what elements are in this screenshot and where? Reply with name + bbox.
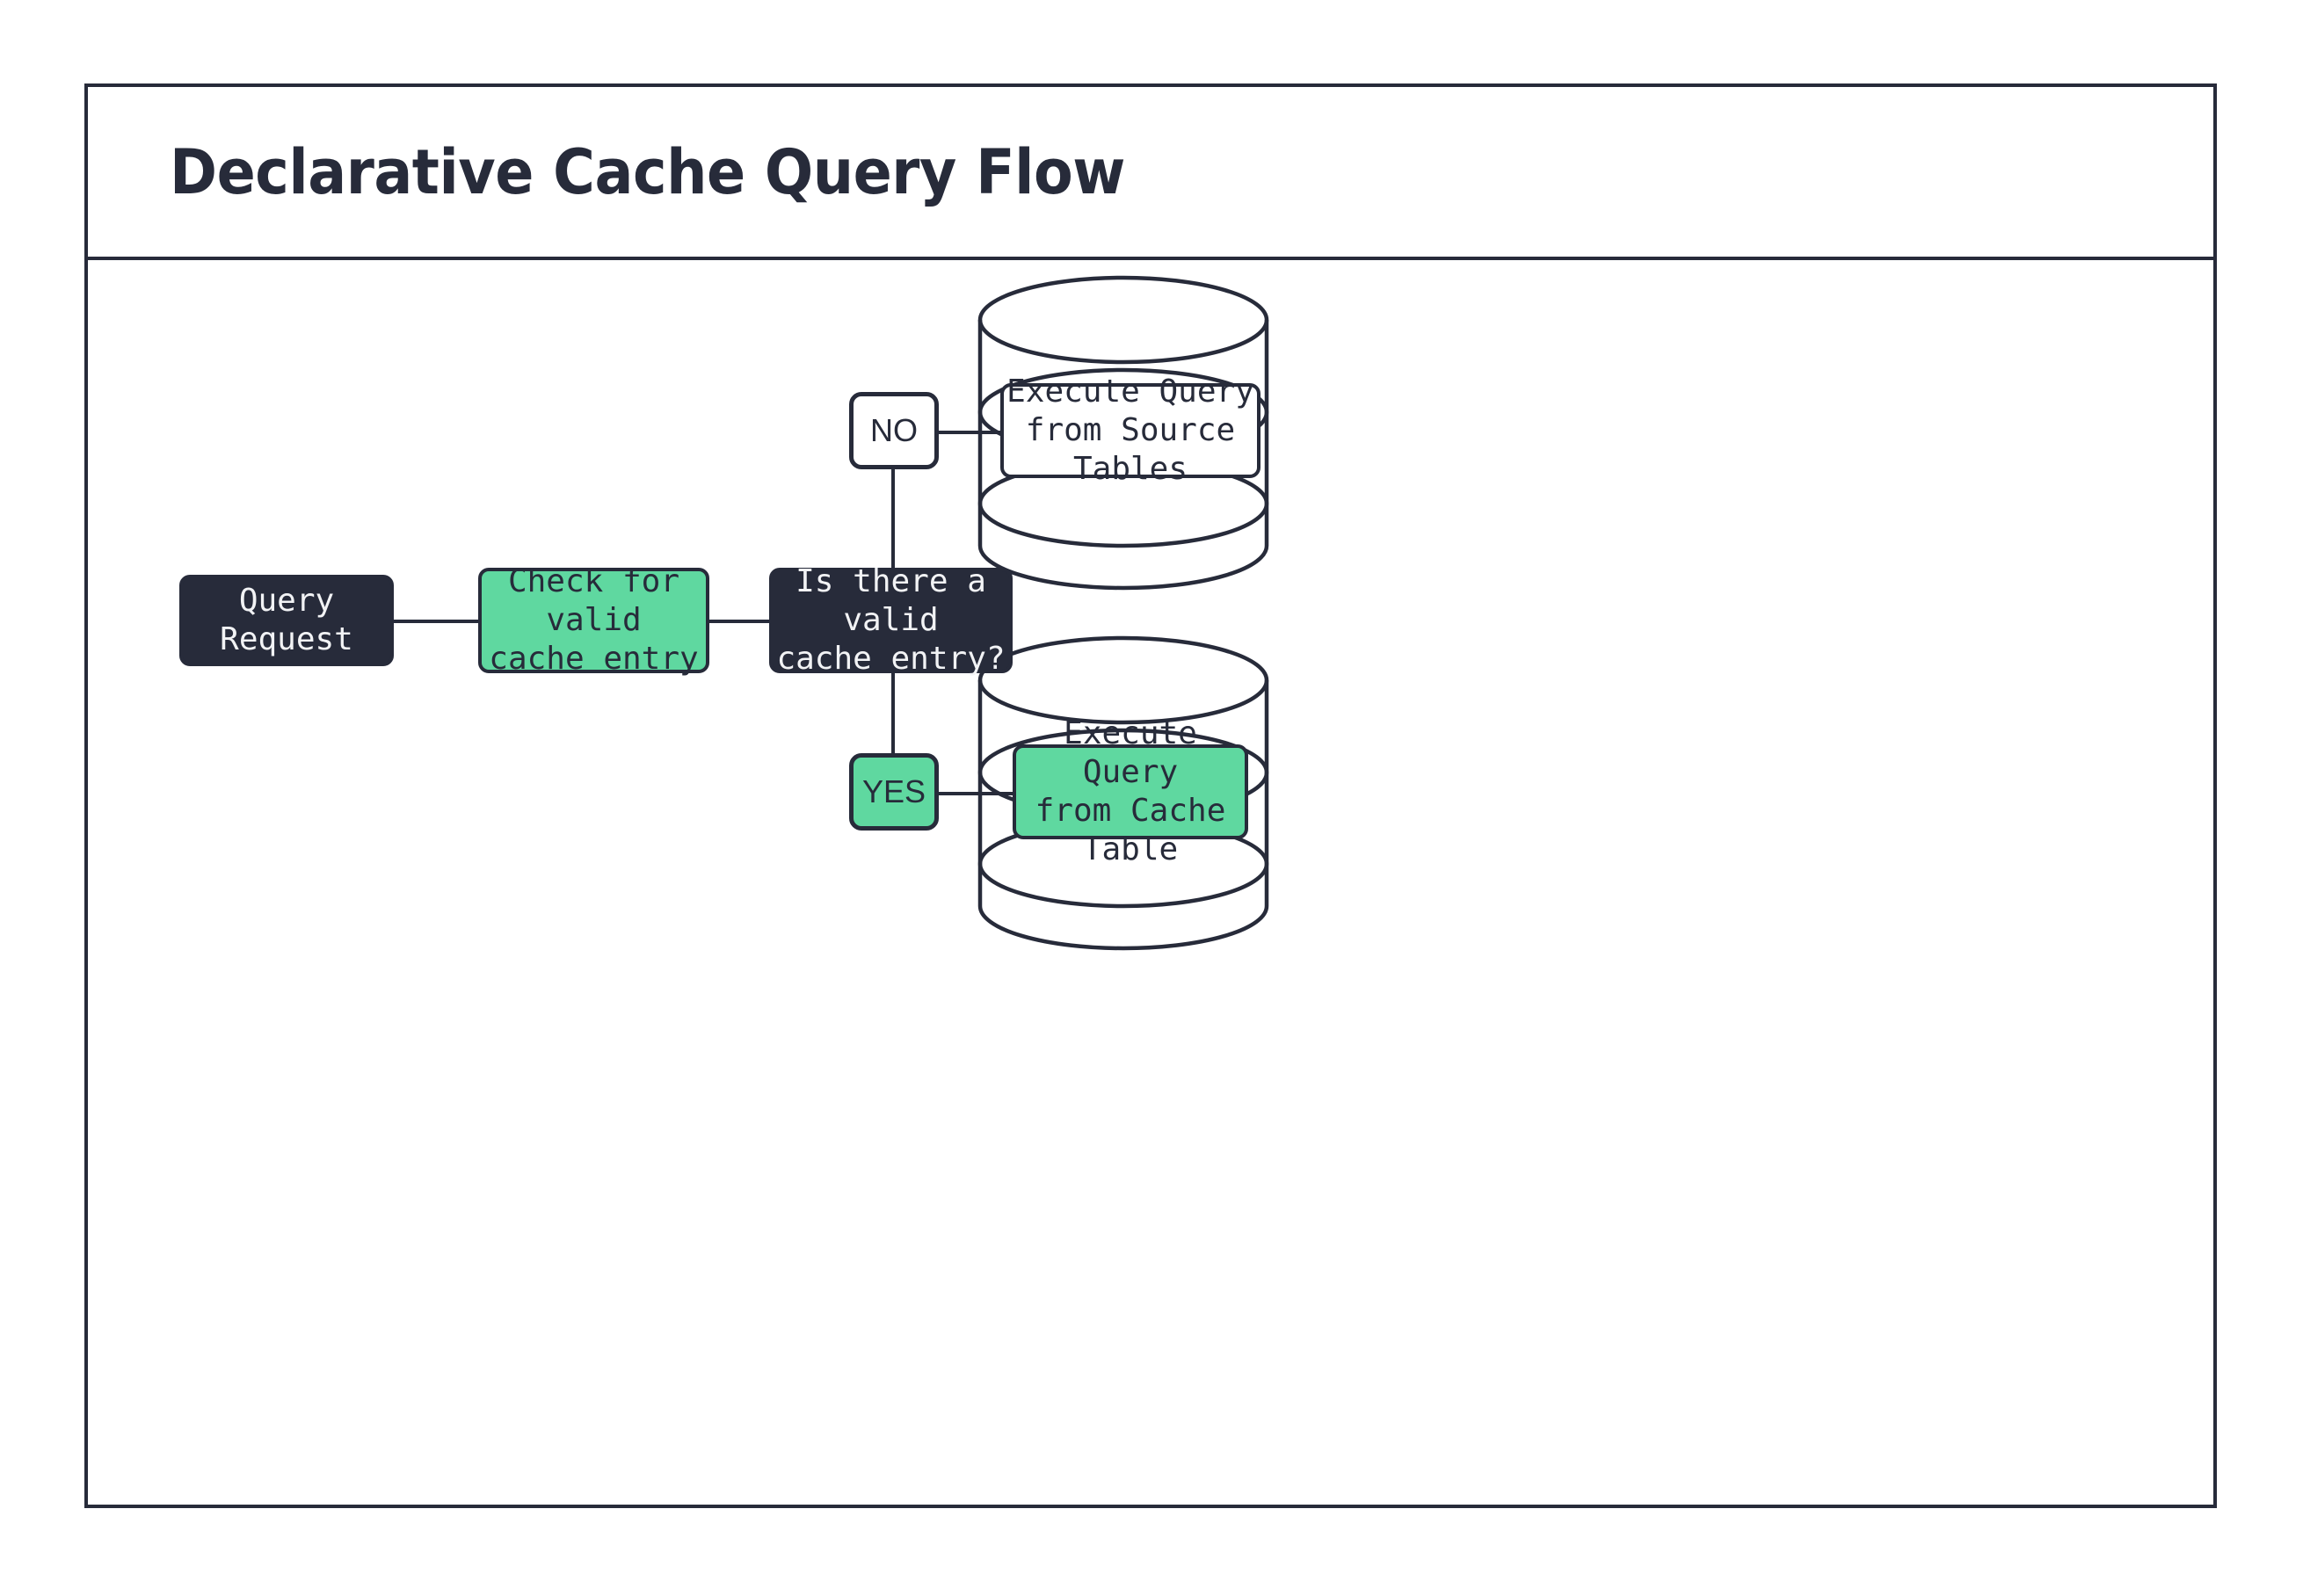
connector-decision-to-yes [891, 656, 895, 799]
page-title: Declarative Cache Query Flow [170, 135, 1125, 208]
node-decision-valid-cache-entry[interactable]: Is there a valid cache entry? [769, 563, 1013, 677]
branch-label-no[interactable]: NO [849, 392, 939, 469]
diagram-canvas: Query Request Check for valid cache entr… [88, 260, 2213, 1508]
diagram-header: Declarative Cache Query Flow [88, 87, 2213, 260]
branch-label-yes[interactable]: YES [849, 753, 939, 831]
node-execute-query-cache-table[interactable]: Execute Query from Cache Table [1013, 715, 1248, 867]
node-execute-query-source-tables[interactable]: Execute Query from Source Tables [1000, 374, 1260, 487]
connector-decision-to-no [891, 453, 895, 587]
node-query-request[interactable]: Query Request [179, 575, 394, 666]
connector-request-to-check [394, 620, 478, 623]
connector-check-to-decision [709, 620, 806, 623]
node-check-cache-entry[interactable]: Check for valid cache entry [478, 563, 709, 677]
diagram-frame: Declarative Cache Query Flow [84, 83, 2217, 1508]
